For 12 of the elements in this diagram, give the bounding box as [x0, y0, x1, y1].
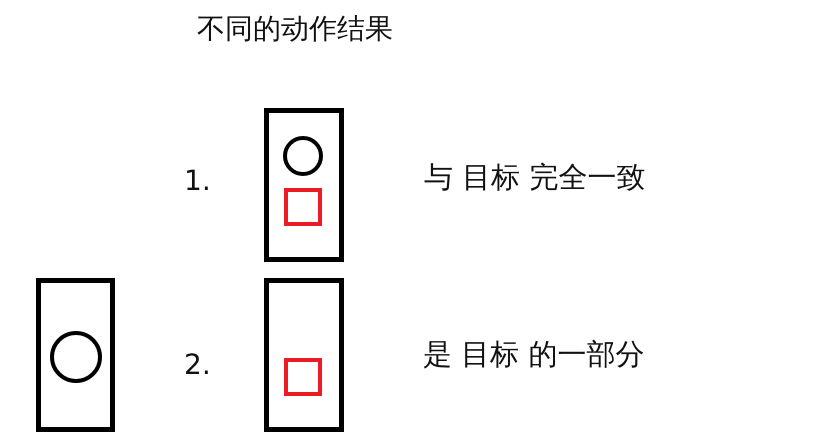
- result-caption: 是 目标 的一部分: [423, 340, 644, 369]
- diagram-title: 不同的动作结果: [197, 15, 393, 43]
- rectangle-frame: [264, 278, 344, 432]
- circle-shape: [50, 331, 102, 383]
- circle-shape: [283, 136, 323, 176]
- result-caption: 与 目标 完全一致: [424, 163, 646, 192]
- square-shape: [284, 188, 322, 226]
- rectangle-frame: [264, 108, 344, 262]
- rectangle-frame: [36, 278, 115, 432]
- list-number: 2.: [184, 351, 211, 379]
- square-shape: [284, 358, 322, 396]
- list-number: 1.: [184, 167, 211, 195]
